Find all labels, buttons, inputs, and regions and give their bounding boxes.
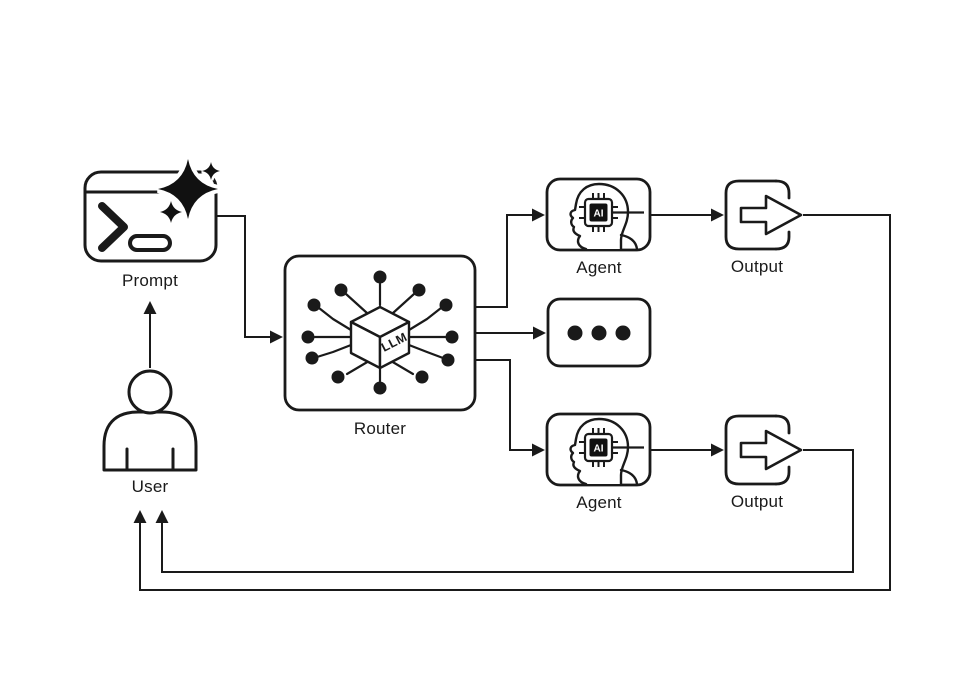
output-node-top [724,179,803,251]
edge-router-to-agent-bottom [475,359,545,457]
ellipsis-node [546,297,652,368]
user-label: User [131,477,169,496]
edge-prompt-to-router [215,215,283,344]
agent-node-top [545,177,652,252]
prompt-node [83,158,221,263]
edge-output-bottom-to-user [155,449,854,573]
edge-output-top-to-user [133,214,891,591]
prompt-label: Prompt [122,271,178,290]
router-node: LLM [283,254,477,412]
agent-head-icon [545,177,652,252]
agent-node-bottom [545,412,652,487]
output-top-label: Output [730,257,784,276]
agent-bottom-label: Agent [576,493,622,512]
sparkle-icon [157,158,221,224]
llm-hub-icon: LLM [301,270,459,395]
agent-head-icon [545,412,652,487]
hub-dots [301,270,459,395]
user-icon [102,369,198,472]
edge-router-to-agent-top [475,208,545,308]
router-label: Router [353,419,407,438]
connectors [133,208,891,591]
ellipsis-dots-icon [567,325,631,341]
llm-cube-icon [349,305,411,370]
agent-top-label: Agent [576,258,622,277]
output-arrow-icon [724,414,803,486]
output-bottom-label: Output [730,492,784,511]
output-node-bottom [724,414,803,486]
output-arrow-icon [724,179,803,251]
